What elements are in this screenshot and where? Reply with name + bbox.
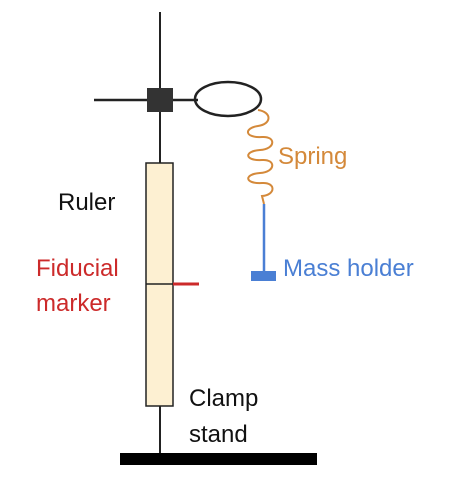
clamp-stand-label-line2: stand	[189, 421, 248, 448]
fiducial-label-line1: Fiducial	[36, 255, 119, 282]
mass-holder-platform	[251, 271, 276, 281]
spring-hook-loop	[193, 80, 263, 118]
fiducial-label-line2: marker	[36, 290, 111, 317]
mass-holder-label: Mass holder	[283, 255, 414, 282]
clamp-block	[147, 88, 173, 112]
spring-coils	[247, 109, 274, 205]
spring-label: Spring	[278, 143, 347, 170]
clamp-stand-label-line1: Clamp	[189, 385, 258, 412]
ruler-label: Ruler	[58, 189, 115, 216]
clamp-stand-base	[120, 453, 317, 465]
